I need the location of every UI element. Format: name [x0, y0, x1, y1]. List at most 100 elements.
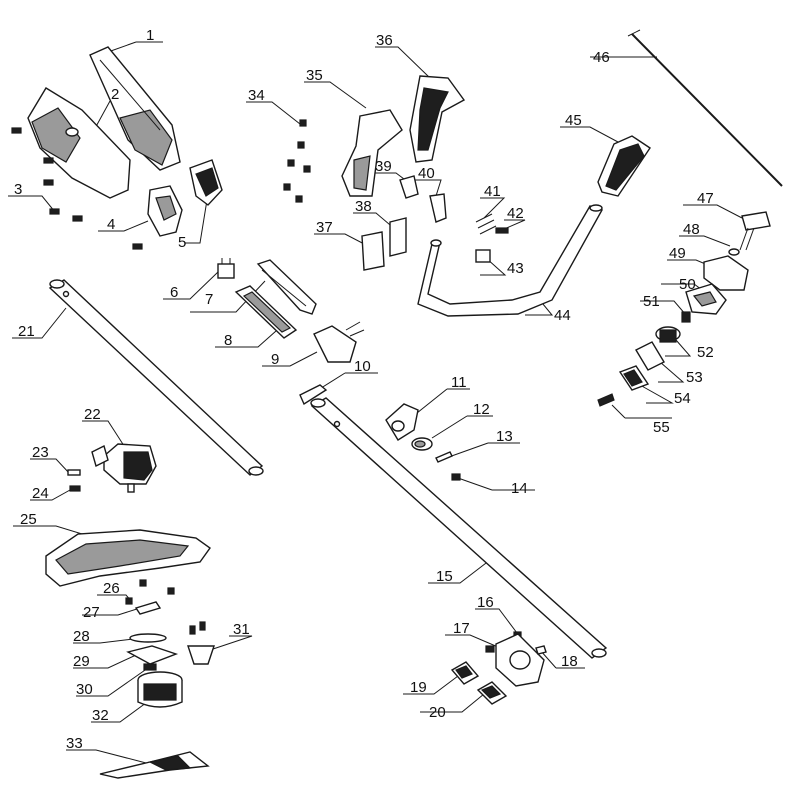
callout-22: 22	[84, 406, 101, 423]
part-49-clamp-top	[703, 255, 749, 291]
part-34-screws	[283, 119, 311, 203]
callout-26: 26	[103, 580, 120, 597]
part-7-trigger-rail	[256, 259, 317, 315]
part-15-lower-shaft	[310, 397, 608, 659]
part-40-latch	[429, 193, 447, 223]
part-12-knob	[411, 437, 433, 451]
part-3-screws	[11, 127, 143, 250]
leader-lines	[8, 41, 743, 765]
callout-5: 5	[178, 234, 186, 251]
callout-15: 15	[436, 568, 453, 585]
callout-38: 38	[355, 198, 372, 215]
callout-17: 17	[453, 620, 470, 637]
part-13-pin	[435, 451, 453, 463]
callout-52: 52	[697, 344, 714, 361]
callout-9: 9	[271, 351, 279, 368]
callout-36: 36	[376, 32, 393, 49]
part-18-pin	[535, 645, 547, 655]
part-23-screw	[67, 469, 81, 476]
callout-40: 40	[418, 165, 435, 182]
part-4-switch-cover	[147, 185, 183, 237]
callout-1: 1	[146, 27, 154, 44]
part-22-motor-housing	[91, 443, 157, 493]
callout-10: 10	[354, 358, 371, 375]
part-27-blade-clip	[134, 601, 162, 615]
callout-42: 42	[507, 205, 524, 222]
part-20-bearing	[476, 681, 508, 705]
callout-31: 31	[233, 621, 250, 638]
callout-3: 3	[14, 181, 22, 198]
part-10-cable-clip	[299, 384, 328, 406]
callout-25: 25	[20, 511, 37, 528]
callout-51: 51	[643, 293, 660, 310]
callout-19: 19	[410, 679, 427, 696]
callout-8: 8	[224, 332, 232, 349]
callout-34: 34	[248, 87, 265, 104]
part-46-rod	[627, 29, 783, 187]
callout-2: 2	[111, 86, 119, 103]
callout-29: 29	[73, 653, 90, 670]
part-32-spool	[137, 671, 183, 708]
part-29-spacer	[126, 645, 179, 665]
callout-50: 50	[679, 276, 696, 293]
callout-47: 47	[697, 190, 714, 207]
part-17-gear-head	[485, 633, 545, 687]
callout-14: 14	[511, 480, 528, 497]
part-11-clamp	[385, 403, 419, 441]
part-48-washer	[728, 248, 740, 256]
callout-43: 43	[507, 260, 524, 277]
callout-16: 16	[477, 594, 494, 611]
part-35-handle-half	[341, 109, 403, 197]
part-47-bolt	[739, 211, 771, 251]
part-50-clamp	[685, 283, 727, 315]
callout-37: 37	[316, 219, 333, 236]
callout-24: 24	[32, 485, 49, 502]
callout-labels: 1 2 3 4 5 6 7 8 9 10 11 12 13 14 15 16 1…	[14, 27, 714, 752]
part-52-cap	[655, 326, 681, 343]
callout-11: 11	[451, 374, 467, 391]
part-43-nut	[475, 249, 491, 263]
callout-46: 46	[593, 49, 610, 66]
part-25-guard	[45, 529, 211, 587]
callout-48: 48	[683, 221, 700, 238]
part-51-screw	[681, 311, 691, 323]
callout-32: 32	[92, 707, 109, 724]
callout-44: 44	[554, 307, 571, 324]
callout-28: 28	[73, 628, 90, 645]
part-33-blade	[99, 751, 210, 779]
part-54-clip	[618, 365, 650, 391]
part-38-plate	[389, 217, 407, 257]
callout-30: 30	[76, 681, 93, 698]
callout-21: 21	[18, 323, 35, 340]
part-5-vent-grille	[189, 159, 223, 206]
part-8-trigger	[234, 285, 298, 339]
callout-6: 6	[170, 284, 178, 301]
part-31-cap	[187, 621, 215, 665]
callout-13: 13	[496, 428, 513, 445]
part-45-grip	[597, 135, 651, 197]
part-36-handle-half	[409, 75, 466, 163]
callout-49: 49	[669, 245, 686, 262]
part-37-bracket	[361, 231, 385, 271]
part-19-bearing	[450, 661, 480, 685]
part-42-screw	[495, 227, 509, 234]
part-55-screw	[597, 393, 615, 407]
callout-33: 33	[66, 735, 83, 752]
callout-53: 53	[686, 369, 703, 386]
callout-7: 7	[205, 291, 213, 308]
part-44-handlebar	[417, 204, 604, 317]
part-53-sleeve	[635, 341, 665, 371]
callout-18: 18	[561, 653, 578, 670]
part-1-upper-housing	[89, 46, 181, 171]
part-14-screw	[451, 473, 461, 481]
callout-23: 23	[32, 444, 49, 461]
callout-4: 4	[107, 216, 115, 233]
part-39-clip	[399, 175, 419, 199]
part-28-washer	[129, 633, 167, 643]
callout-12: 12	[473, 401, 490, 418]
part-21-upper-shaft	[48, 279, 264, 476]
callout-35: 35	[306, 67, 323, 84]
part-24-screw	[69, 485, 81, 492]
callout-55: 55	[653, 419, 670, 436]
